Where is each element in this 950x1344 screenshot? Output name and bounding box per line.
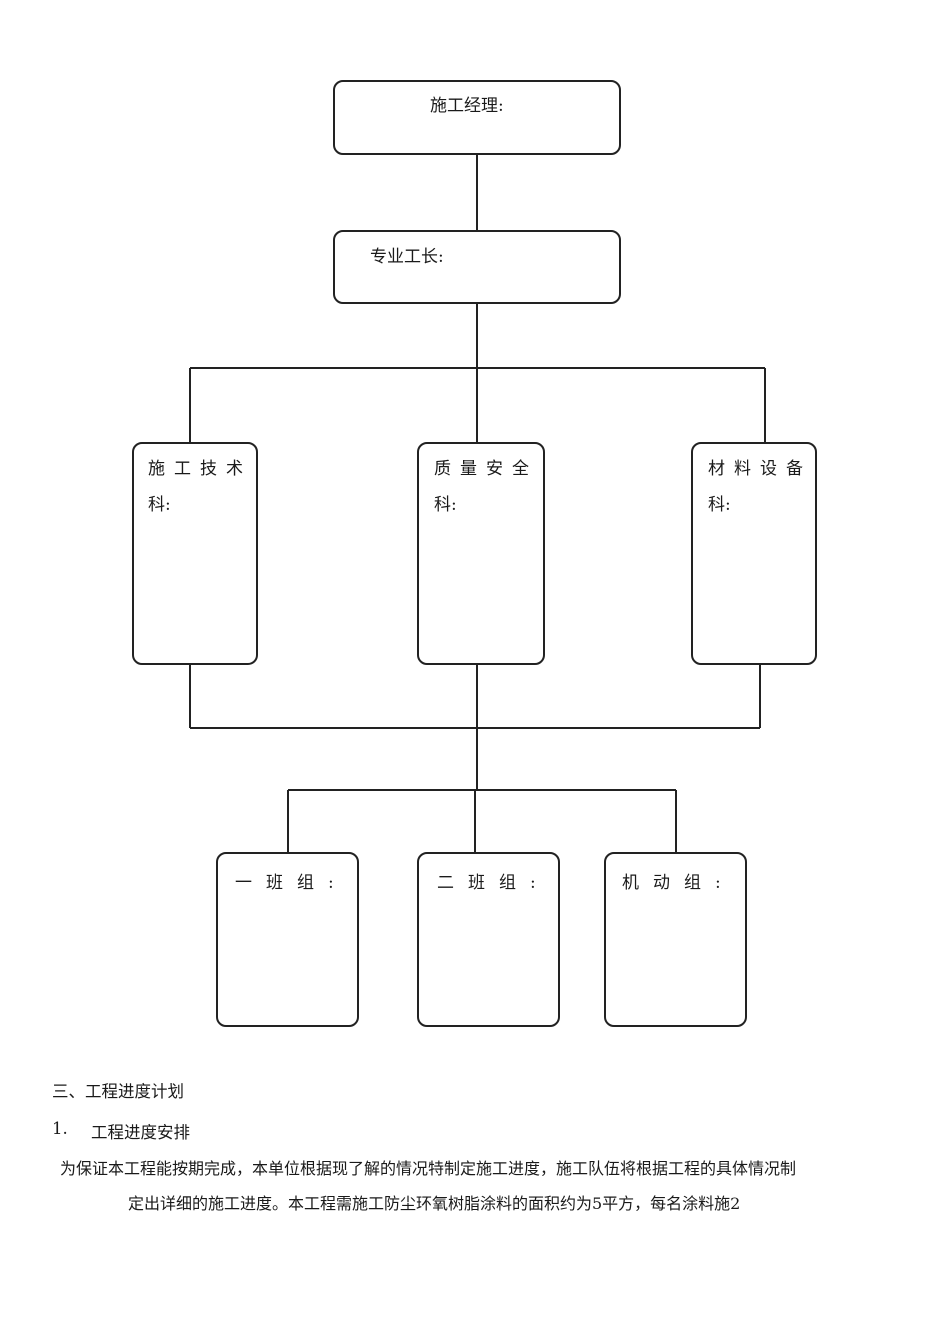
department-materials-line1: 材料设备	[708, 459, 812, 479]
subheading-number: 1.	[52, 1119, 68, 1138]
team-1-label: 一班组:	[235, 873, 348, 893]
manager-box	[333, 80, 621, 155]
body-line-2: 定出详细的施工进度。本工程需施工防尘环氧树脂涂料的面积约为5平方，每名涂料施2	[128, 1194, 741, 1213]
department-tech-line2: 科:	[148, 495, 171, 515]
foreman-label: 专业工长:	[370, 247, 444, 267]
subheading-text: 工程进度安排	[91, 1123, 190, 1142]
foreman-box	[333, 230, 621, 304]
manager-label: 施工经理:	[430, 96, 504, 116]
team-3-label: 机动组:	[622, 873, 735, 893]
section-heading: 三、工程进度计划	[52, 1082, 184, 1101]
department-box-tech	[132, 442, 258, 665]
team-2-label: 二班组:	[437, 873, 550, 893]
body-line-1: 为保证本工程能按期完成，本单位根据现了解的情况特制定施工进度，施工队伍将根据工程…	[60, 1159, 797, 1178]
department-tech-line1: 施工技术	[148, 459, 252, 479]
team-box-2	[417, 852, 560, 1027]
department-box-quality	[417, 442, 545, 665]
team-box-3	[604, 852, 747, 1027]
department-box-materials	[691, 442, 817, 665]
department-quality-line1: 质量安全	[434, 459, 538, 479]
department-quality-line2: 科:	[434, 495, 457, 515]
department-materials-line2: 科:	[708, 495, 731, 515]
team-box-1	[216, 852, 359, 1027]
